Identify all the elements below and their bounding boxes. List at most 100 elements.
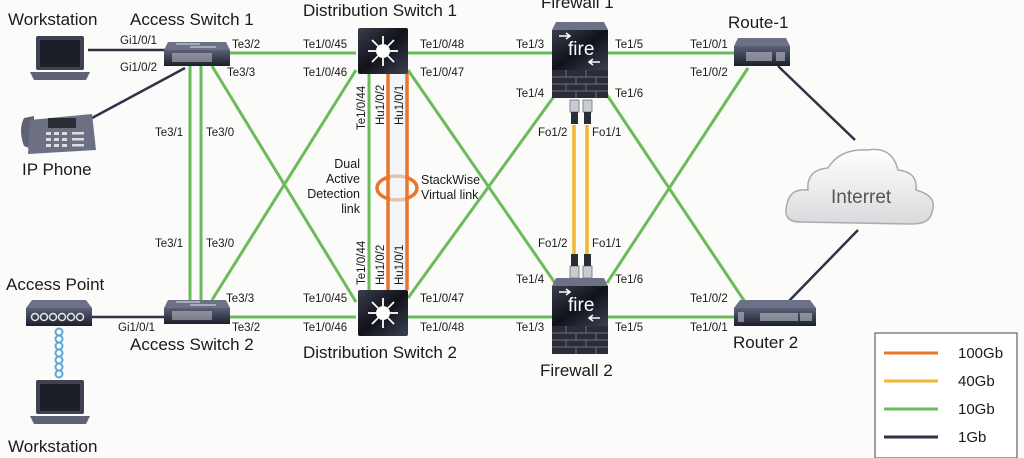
legend-label: 1Gb (958, 429, 986, 446)
port-label: Gi1/0/1 (120, 35, 157, 47)
port-label: Te3/0 (206, 127, 234, 139)
port-label: Te1/0/2 (690, 67, 728, 79)
port-label: Te1/0/1 (690, 322, 728, 334)
firewall-icon: fire (552, 22, 608, 98)
legend-item: 40Gb (884, 373, 995, 390)
legend-label: 10Gb (958, 401, 995, 418)
router-icon (734, 38, 790, 66)
port-label: Te1/0/46 (303, 322, 347, 334)
connector-icon (582, 99, 593, 113)
phone-icon (21, 114, 96, 154)
port-label: Te1/0/48 (420, 322, 464, 334)
port-label: Te1/5 (615, 322, 643, 334)
link-10gb-fw1-r2 (605, 94, 747, 303)
port-label: Te3/0 (206, 238, 234, 250)
note-line: link (341, 202, 361, 216)
firewall-2-label: Firewall 2 (540, 361, 613, 380)
switch-icon (164, 300, 230, 324)
legend-item: 1Gb (884, 429, 986, 446)
access-point[interactable]: Access Point (6, 275, 105, 379)
router-1-label: Route-1 (728, 13, 788, 32)
port-label: Fo1/1 (592, 238, 621, 250)
port-label: Fo1/1 (592, 127, 621, 139)
workstation-1[interactable]: Workstation (8, 10, 97, 80)
ip-phone[interactable]: IP Phone (21, 114, 96, 179)
link-1gb-internet-r2 (787, 229, 859, 303)
note-line: Detection (307, 187, 360, 201)
access-switch-1-label: Access Switch 1 (130, 10, 254, 29)
port-label: Te3/2 (232, 39, 260, 51)
port-label: Te1/0/45 (303, 293, 347, 305)
dad-link-note: Dual Active Detection link (307, 157, 361, 216)
router-1[interactable]: Route-1 (728, 13, 790, 66)
legend-label: 40Gb (958, 373, 995, 390)
distribution-switch-1-label: Distribution Switch 1 (303, 1, 457, 20)
note-line: Active (326, 172, 360, 186)
link-1gb-r1-internet (777, 65, 856, 141)
switch-icon (164, 42, 230, 66)
access-point-icon (26, 300, 92, 326)
port-label: Hu1/0/1 (394, 245, 406, 285)
port-label: Te1/0/44 (356, 85, 368, 130)
link-10gb-ds2-fw1 (406, 94, 557, 299)
note-line: Virtual link (421, 188, 479, 202)
cloud-icon (785, 148, 934, 225)
connector-icon (569, 99, 580, 113)
internet-label: Interret (831, 187, 892, 208)
firewall-2[interactable]: fire Firewall 2 (540, 278, 613, 380)
port-label: Gi1/0/2 (120, 62, 157, 74)
port-label: Te3/3 (226, 293, 254, 305)
legend-item: 100Gb (884, 345, 1003, 362)
svl-note: StackWise Virtual link (421, 173, 480, 202)
distribution-switch-1[interactable]: Distribution Switch 1 (303, 1, 457, 74)
router-2[interactable]: Router 2 (733, 300, 816, 352)
port-label: Te3/3 (227, 67, 255, 79)
note-line: Dual (334, 157, 360, 171)
access-switch-1[interactable]: Access Switch 1 (130, 10, 254, 66)
firewall-1[interactable]: fire Firewall 1 (541, 0, 614, 98)
port-label: Te1/0/47 (420, 293, 464, 305)
links (88, 48, 859, 319)
firewall-logo-text: fire (568, 39, 594, 60)
port-label: Te3/2 (232, 322, 260, 334)
legend-item: 10Gb (884, 401, 995, 418)
port-label: Hu1/0/2 (375, 245, 387, 285)
port-label: Te1/5 (615, 39, 643, 51)
port-label: Te1/3 (516, 39, 544, 51)
connector-icon (569, 265, 580, 279)
access-switch-2-label: Access Switch 2 (130, 335, 254, 354)
laptop-icon (30, 36, 90, 80)
port-label: Te1/0/1 (690, 39, 728, 51)
access-point-label: Access Point (6, 275, 105, 294)
port-label: Te3/1 (155, 127, 183, 139)
legend-label: 100Gb (958, 345, 1003, 362)
port-label: Hu1/0/1 (394, 85, 406, 125)
workstation-1-label: Workstation (8, 10, 97, 29)
legend: 100Gb 40Gb 10Gb 1Gb (874, 332, 1018, 458)
port-label: Fo1/2 (538, 127, 567, 139)
port-label: Hu1/0/2 (375, 85, 387, 125)
connector-icon (582, 265, 593, 279)
laptop-icon (30, 380, 90, 424)
firewall-icon: fire (552, 278, 608, 354)
note-line: StackWise (421, 173, 480, 187)
port-label: Te1/0/47 (420, 67, 464, 79)
router-icon (734, 300, 816, 326)
port-labels: Gi1/0/1 Gi1/0/2 Te3/2 Te3/3 Te3/1 Te3/0 … (118, 35, 728, 334)
l3-switch-icon (358, 290, 408, 336)
l3-switch-icon (358, 28, 408, 74)
link-10gb-fw2-r1 (605, 67, 750, 284)
link-10gb-as2-ds1 (210, 69, 358, 301)
port-label: Te1/3 (516, 322, 544, 334)
port-label: Te1/6 (615, 274, 643, 286)
distribution-switch-2[interactable]: Distribution Switch 2 (303, 290, 457, 362)
internet-cloud[interactable]: Interret (785, 148, 934, 225)
port-label: Te1/0/44 (356, 240, 368, 285)
port-label: Te1/0/46 (303, 67, 347, 79)
workstation-2[interactable]: Workstation (8, 380, 97, 456)
workstation-2-label: Workstation (8, 437, 97, 456)
port-label: Te1/0/48 (420, 39, 464, 51)
access-switch-2[interactable]: Access Switch 2 (130, 300, 254, 354)
link-10gb-ds1-fw2 (406, 69, 557, 284)
